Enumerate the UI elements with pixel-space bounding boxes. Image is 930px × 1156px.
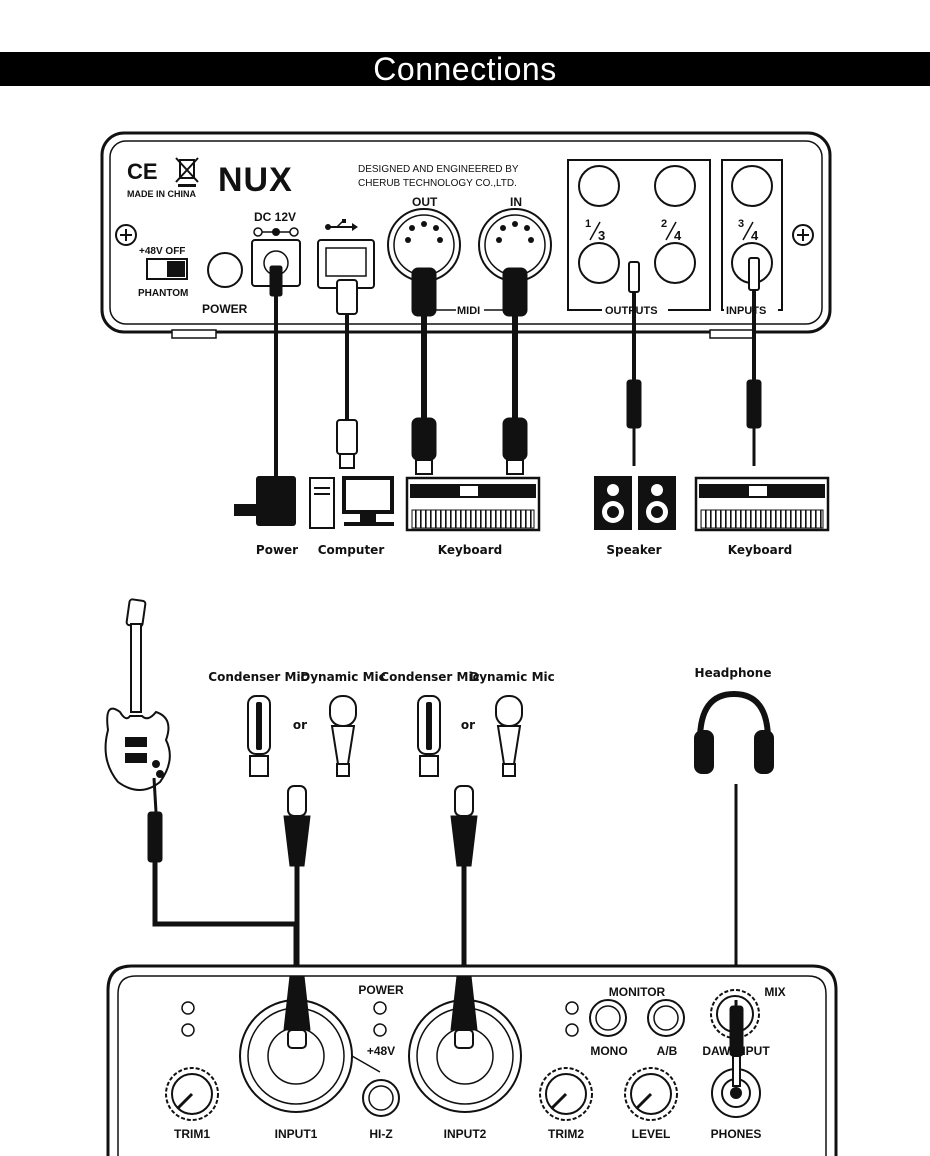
- headphone-label: Headphone: [695, 666, 772, 680]
- front-cable-overlays: [283, 975, 744, 1087]
- power-button[interactable]: [207, 252, 243, 288]
- led-1b: [181, 1023, 195, 1037]
- designed-line-2: CHERUB TECHNOLOGY CO.,LTD.: [358, 178, 517, 189]
- guitar-icon: [104, 598, 171, 791]
- midi-label: MIDI: [457, 305, 480, 317]
- out-24-den: 4: [674, 228, 682, 243]
- ab-button[interactable]: [647, 999, 685, 1037]
- dynamic-mic-2-icon: [495, 695, 523, 777]
- input1-label: INPUT1: [275, 1127, 318, 1141]
- midi-out-label: OUT: [412, 195, 438, 209]
- condenser-mic-1-icon: [247, 695, 271, 777]
- or-label-2: or: [461, 718, 475, 732]
- page-title: Connections: [0, 52, 930, 86]
- input2-combo-jack[interactable]: [408, 999, 522, 1113]
- ce-mark: CE: [127, 159, 158, 184]
- device-label-computer: Computer: [318, 543, 385, 557]
- led-1a: [181, 1001, 195, 1015]
- out-13-den: 3: [598, 228, 605, 243]
- device-label-keyboard-1: Keyboard: [438, 543, 503, 557]
- phantom-top-label: +48V OFF: [139, 246, 185, 257]
- dc-polarity-icon: [253, 227, 299, 237]
- outputs-label: OUTPUTS: [605, 305, 658, 317]
- device-label-speaker: Speaker: [606, 543, 661, 557]
- mono-label: MONO: [590, 1044, 627, 1058]
- phantom-led-label: +48V: [367, 1044, 395, 1058]
- speaker-icon: [594, 476, 676, 530]
- screw-left-icon: [115, 224, 137, 246]
- power-adapter-icon: [234, 476, 296, 526]
- rear-panel: CE MADE IN CHINA NUX DESIGNED AND ENGINE…: [100, 131, 832, 339]
- trim1-knob[interactable]: [165, 1067, 219, 1121]
- rear-cables: [269, 257, 762, 478]
- designed-line-1: DESIGNED AND ENGINEERED BY: [358, 164, 519, 175]
- output-jack-4[interactable]: [654, 242, 696, 284]
- phones-label: PHONES: [711, 1127, 762, 1141]
- hiz-button[interactable]: [351, 1055, 400, 1117]
- input2-label: INPUT2: [444, 1127, 487, 1141]
- level-label: LEVEL: [632, 1127, 671, 1141]
- headphone-icon: [694, 690, 774, 774]
- dynamic-mic-label-2: Dynamic Mic: [469, 670, 555, 684]
- or-label-1: or: [293, 718, 307, 732]
- input-jack-3[interactable]: [731, 165, 773, 207]
- screw-right-icon: [792, 224, 814, 246]
- output-jack-1[interactable]: [578, 165, 620, 207]
- mono-button[interactable]: [589, 999, 627, 1037]
- condenser-mic-label-1: Condenser Mic: [208, 670, 307, 684]
- power-led: [373, 1001, 387, 1015]
- front-panel: TRIM1 INPUT1 POWER +48V HI-Z INPUT2: [106, 964, 838, 1156]
- brand-logo: NUX: [218, 161, 293, 199]
- condenser-mic-2-icon: [417, 695, 441, 777]
- in-34-num: 3: [738, 218, 744, 230]
- power-led-label: POWER: [358, 983, 404, 997]
- in-34-den: 4: [751, 228, 759, 243]
- keyboard-2-icon: [694, 476, 830, 532]
- phantom-bottom-label: PHANTOM: [138, 288, 188, 299]
- keyboard-1-icon: [405, 476, 541, 532]
- dc-label: DC 12V: [254, 210, 296, 224]
- output-jack-2[interactable]: [654, 165, 696, 207]
- inputs-label: INPUTS: [726, 305, 766, 317]
- out-13-num: 1: [585, 218, 591, 230]
- monitor-label: MONITOR: [609, 985, 666, 999]
- made-in-label: MADE IN CHINA: [127, 189, 196, 199]
- led-2b: [565, 1023, 579, 1037]
- device-label-keyboard-2: Keyboard: [728, 543, 793, 557]
- phantom-switch[interactable]: [146, 258, 188, 280]
- ab-label: A/B: [657, 1044, 678, 1058]
- midi-in-label: IN: [510, 195, 522, 209]
- level-knob[interactable]: [624, 1067, 678, 1121]
- power-label: POWER: [202, 302, 248, 316]
- usb-symbol-icon: [325, 219, 358, 231]
- phantom-led: [373, 1023, 387, 1037]
- dynamic-mic-label-1: Dynamic Mic: [300, 670, 386, 684]
- device-label-power: Power: [256, 543, 298, 557]
- weee-bin-icon: [175, 157, 199, 187]
- dynamic-mic-1-icon: [329, 695, 357, 777]
- trim2-knob[interactable]: [539, 1067, 593, 1121]
- out-24-num: 2: [661, 218, 667, 230]
- hiz-label: HI-Z: [369, 1127, 392, 1141]
- condenser-mic-label-2: Condenser Mic: [380, 670, 479, 684]
- output-jack-3[interactable]: [578, 242, 620, 284]
- guitar-cable: [147, 777, 299, 978]
- trim2-label: TRIM2: [548, 1127, 584, 1141]
- led-2a: [565, 1001, 579, 1015]
- trim1-label: TRIM1: [174, 1127, 210, 1141]
- computer-icon: [309, 476, 394, 529]
- mix-label: MIX: [764, 985, 785, 999]
